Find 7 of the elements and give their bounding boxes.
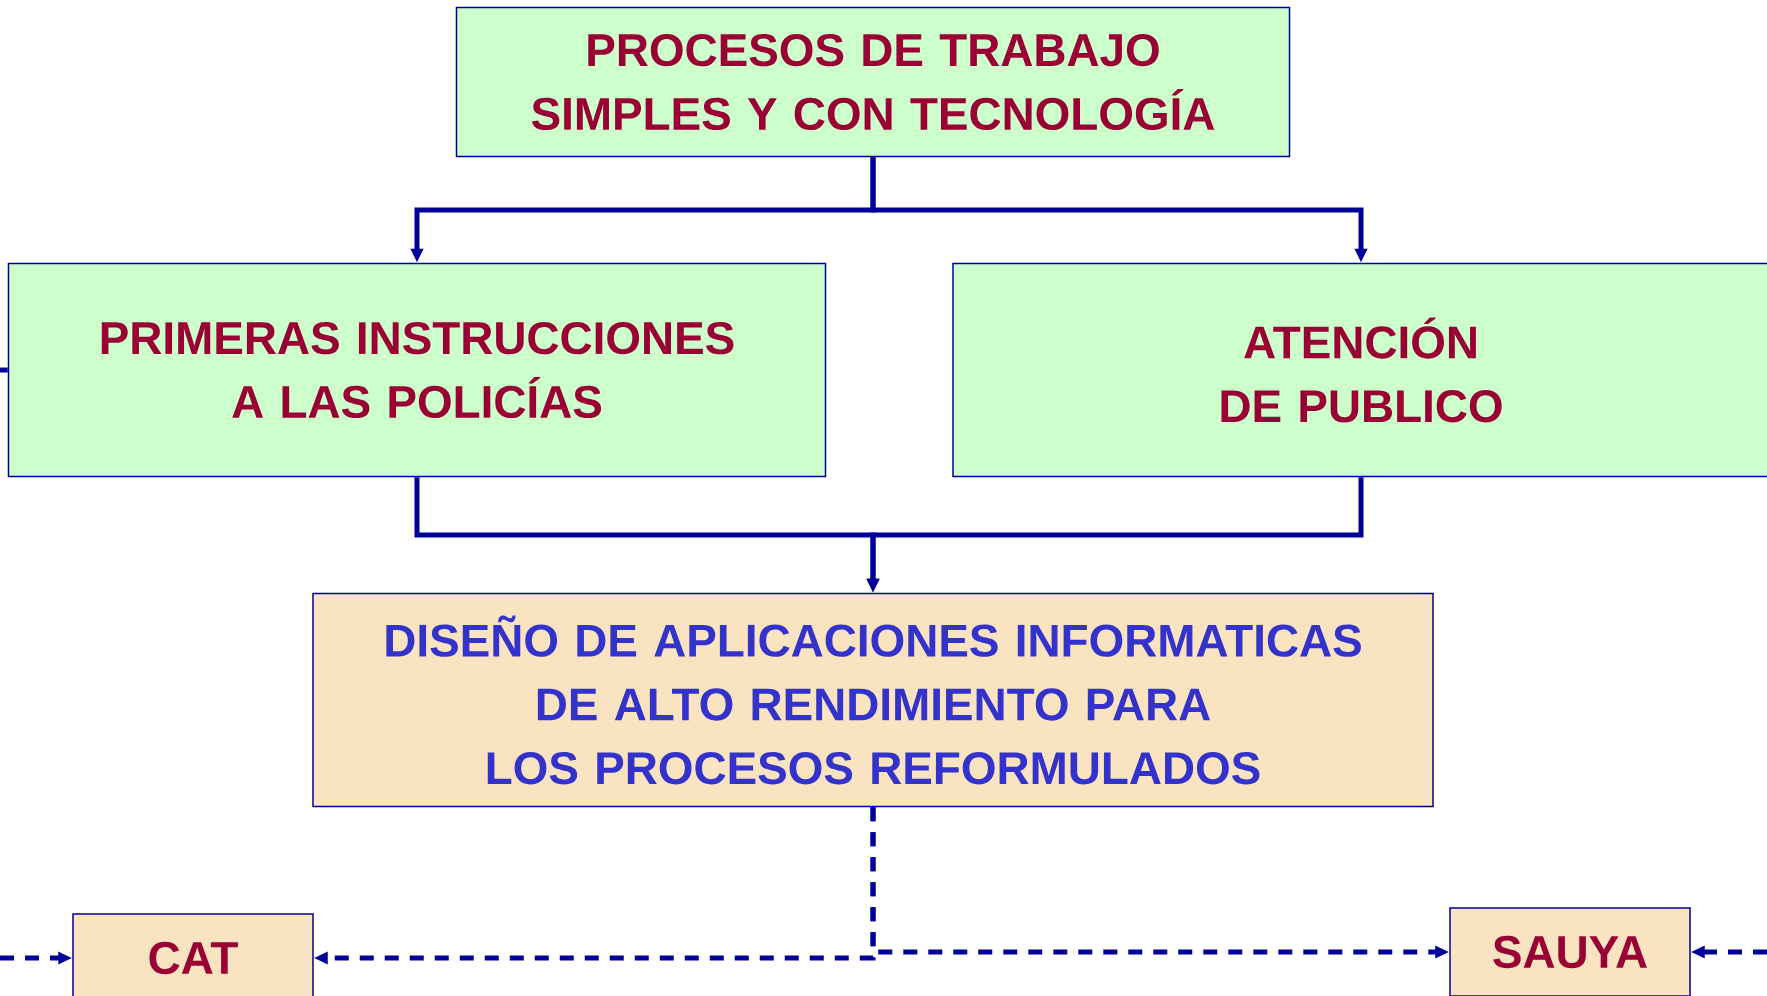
- application-box: CAT: [72, 913, 314, 996]
- connector-line: [0, 367, 8, 373]
- process-box: PRIMERAS INSTRUCCIONES A LAS POLICÍAS: [7, 262, 827, 478]
- application-box: SAUYA: [1449, 907, 1691, 996]
- process-box: PROCESOS DE TRABAJO SIMPLES Y CON TECNOLOGÍA: [455, 6, 1291, 158]
- process-box: ATENCIÓN DE PUBLICO: [952, 262, 1767, 478]
- process-box: DISEÑO DE APLICACIONES INFORMATICAS DE ALTO RENDIMIENTO PARA LOS PROCESOS REFORMULADOS: [312, 592, 1434, 808]
